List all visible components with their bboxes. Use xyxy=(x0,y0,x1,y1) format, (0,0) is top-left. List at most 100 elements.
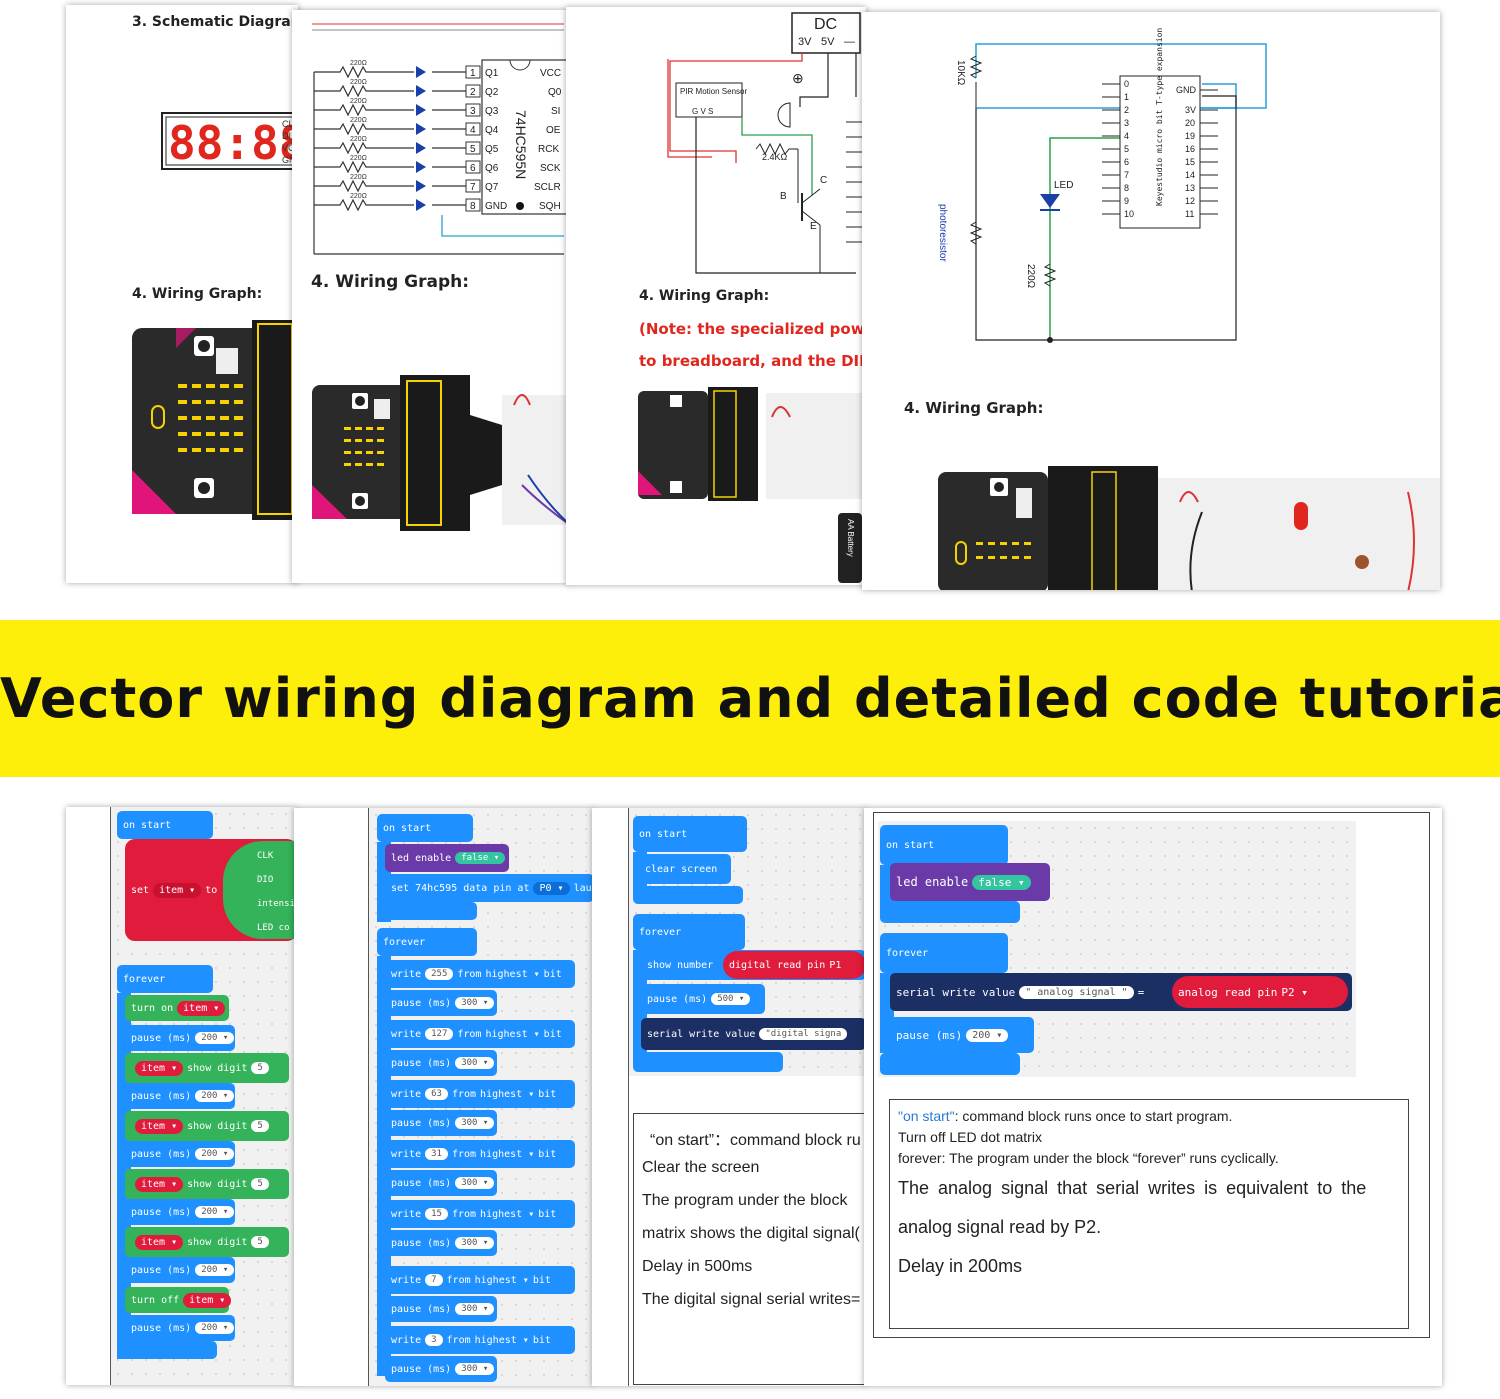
block-pause[interactable]: pause (ms)200 ▾ xyxy=(125,1315,235,1341)
block-on-start[interactable]: on start xyxy=(880,825,1008,865)
pause-value[interactable]: 300 ▾ xyxy=(455,1237,495,1249)
pause-value[interactable]: 300 ▾ xyxy=(455,1057,495,1069)
code-card-3: on start clear screen forever show numbe… xyxy=(592,808,866,1386)
pause-value[interactable]: 200 ▾ xyxy=(195,1032,235,1044)
highest-dropdown[interactable]: highest ▾ xyxy=(474,1334,529,1346)
block-turn-on[interactable]: turn on item ▾ xyxy=(125,995,229,1021)
block-turn-off[interactable]: turn off item ▾ xyxy=(125,1287,232,1313)
pause-value[interactable]: 300 ▾ xyxy=(455,997,495,1009)
item-dropdown[interactable]: item ▾ xyxy=(183,1292,232,1308)
board-pin-right: 3V xyxy=(1185,105,1196,115)
resistor-label: 220Ω xyxy=(350,60,367,67)
resistor-label: 220Ω xyxy=(350,98,367,105)
resistor-label: 220Ω xyxy=(350,136,367,143)
pause-value[interactable]: 200 ▾ xyxy=(966,1028,1009,1042)
block-on-start[interactable]: on start xyxy=(117,811,213,839)
item-dropdown[interactable]: item ▾ xyxy=(135,1176,184,1192)
false-dropdown[interactable]: false ▾ xyxy=(972,874,1031,890)
write-value[interactable]: 63 xyxy=(425,1088,448,1100)
block-pause[interactable]: pause (ms)300 ▾ xyxy=(385,1296,497,1322)
string-value[interactable]: " analog signal " xyxy=(1019,985,1134,999)
block-forever[interactable]: forever xyxy=(880,933,1008,973)
block-pause[interactable]: pause (ms)200 ▾ xyxy=(125,1025,235,1051)
block-pause[interactable]: pause (ms)500 ▾ xyxy=(641,984,765,1014)
pin-number: 2 xyxy=(470,87,476,98)
write-value[interactable]: 7 xyxy=(425,1274,443,1286)
block-pause[interactable]: pause (ms)200 ▾ xyxy=(125,1083,235,1109)
pause-value[interactable]: 300 ▾ xyxy=(455,1177,495,1189)
block-clear-screen[interactable]: clear screen xyxy=(639,854,731,884)
pause-value[interactable]: 200 ▾ xyxy=(195,1264,235,1276)
digit-value[interactable]: 5 xyxy=(251,1236,269,1248)
pause-value[interactable]: 200 ▾ xyxy=(195,1148,235,1160)
item-dropdown[interactable]: item ▾ xyxy=(177,1000,226,1016)
write-value[interactable]: 15 xyxy=(425,1208,448,1220)
digit-value[interactable]: 5 xyxy=(251,1178,269,1190)
item-dropdown[interactable]: item ▾ xyxy=(135,1234,184,1250)
pause-value[interactable]: 200 ▾ xyxy=(195,1206,235,1218)
pause-value[interactable]: 200 ▾ xyxy=(195,1090,235,1102)
item-dropdown[interactable]: item ▾ xyxy=(153,882,202,898)
block-pause[interactable]: pause (ms)200 ▾ xyxy=(890,1017,1034,1053)
pin-number: 3 xyxy=(470,106,476,117)
item-dropdown[interactable]: item ▾ xyxy=(135,1118,184,1134)
highest-dropdown[interactable]: highest ▾ xyxy=(485,1028,540,1040)
block-pause[interactable]: pause (ms)300 ▾ xyxy=(385,1230,497,1256)
block-pause[interactable]: pause (ms)300 ▾ xyxy=(385,1110,497,1136)
write-value[interactable]: 3 xyxy=(425,1334,443,1346)
write-value[interactable]: 31 xyxy=(425,1148,448,1160)
highest-dropdown[interactable]: highest ▾ xyxy=(474,1274,529,1286)
digit-value[interactable]: 5 xyxy=(251,1062,269,1074)
digit-value[interactable]: 5 xyxy=(251,1120,269,1132)
pin-dropdown[interactable]: P2 ▾ xyxy=(1281,985,1308,999)
write-value[interactable]: 127 xyxy=(425,1028,454,1040)
highest-dropdown[interactable]: highest ▾ xyxy=(485,968,540,980)
block-pause[interactable]: pause (ms)200 ▾ xyxy=(125,1141,235,1167)
string-value[interactable]: "digital signa xyxy=(759,1028,848,1040)
block-on-start[interactable]: on start xyxy=(377,814,473,842)
block-pause[interactable]: pause (ms)200 ▾ xyxy=(125,1199,235,1225)
block-pause[interactable]: pause (ms)200 ▾ xyxy=(125,1257,235,1283)
block-pause[interactable]: pause (ms)300 ▾ xyxy=(385,990,497,1016)
block-pause[interactable]: pause (ms)300 ▾ xyxy=(385,1356,497,1382)
write-value[interactable]: 255 xyxy=(425,968,454,980)
pause-value[interactable]: 200 ▾ xyxy=(195,1322,235,1334)
block-serial-write[interactable]: serial write value"digital signa xyxy=(641,1018,866,1050)
highest-dropdown[interactable]: highest ▾ xyxy=(480,1148,535,1160)
highest-dropdown[interactable]: highest ▾ xyxy=(480,1088,535,1100)
dc-3v: 3V xyxy=(798,36,812,48)
pause-value[interactable]: 500 ▾ xyxy=(711,993,751,1005)
block-on-start[interactable]: on start xyxy=(633,816,747,852)
pin-dropdown[interactable]: P1 xyxy=(829,959,842,971)
block-pause[interactable]: pause (ms)300 ▾ xyxy=(385,1170,497,1196)
block-tm1637-params[interactable]: CLK DIO intensi LED co xyxy=(223,841,296,939)
display-digits: 88:88 xyxy=(168,116,298,170)
block-forever[interactable]: forever xyxy=(377,928,477,956)
pin-dropdown[interactable]: P0 ▾ xyxy=(533,881,570,895)
block-pause[interactable]: pause (ms)300 ▾ xyxy=(385,1050,497,1076)
highest-dropdown[interactable]: highest ▾ xyxy=(480,1208,535,1220)
pause-value[interactable]: 300 ▾ xyxy=(455,1303,495,1315)
pause-value[interactable]: 300 ▾ xyxy=(455,1363,495,1375)
block-forever[interactable]: forever xyxy=(633,914,745,950)
block-forever[interactable]: forever xyxy=(117,965,213,993)
item-dropdown[interactable]: item ▾ xyxy=(135,1060,184,1076)
false-dropdown[interactable]: false ▾ xyxy=(455,852,506,864)
pause-value[interactable]: 300 ▾ xyxy=(455,1117,495,1129)
